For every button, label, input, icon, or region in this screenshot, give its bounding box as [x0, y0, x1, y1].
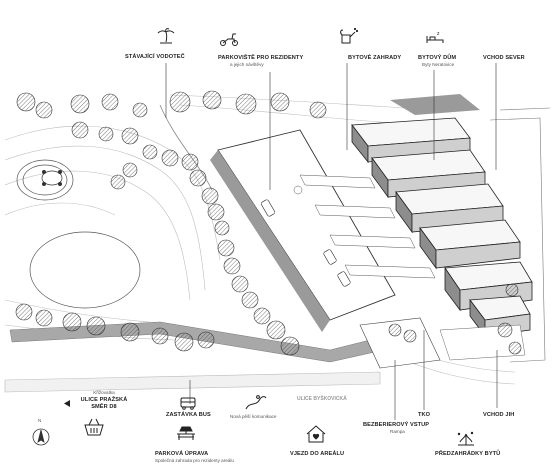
tree	[217, 239, 235, 257]
tree	[16, 92, 36, 112]
tree	[189, 169, 207, 187]
label-ulice-byskovicka: ULICE BYŠKOVICKÁ	[297, 396, 347, 402]
tree	[169, 91, 191, 113]
apartment-gardens	[299, 174, 436, 279]
tree	[214, 220, 230, 236]
north-label: N	[38, 418, 42, 423]
tree	[270, 92, 290, 112]
tree	[497, 322, 513, 338]
parked-car	[337, 271, 351, 287]
label-bytovy-dum: BYTOVÝ DŮM	[418, 55, 457, 61]
tree	[142, 144, 158, 160]
site-road-east-2	[499, 107, 551, 111]
garden-circles	[16, 159, 141, 309]
tree	[174, 332, 194, 352]
arrow-left-icon	[64, 400, 70, 407]
apartment-building	[351, 117, 533, 338]
label-stavajici-vodotec: STÁVAJÍCÍ VODOTEČ	[125, 54, 185, 60]
tree	[71, 121, 89, 139]
tree	[132, 102, 148, 118]
footpath-icon	[245, 395, 267, 410]
label-parkoviste: PARKOVIŠTĚ PRO REZIDENTY	[218, 55, 304, 61]
tree	[120, 322, 140, 342]
tree	[62, 312, 82, 332]
label-krizovatka-2: ULICE PRAŽSKÁ	[80, 397, 128, 403]
scooter-icon	[220, 33, 238, 46]
label-predzahradky: PŘEDZAHRÁDKY BYTŮ	[435, 451, 501, 457]
tree	[35, 309, 53, 327]
tree	[151, 327, 169, 345]
label-parkoviste-sub: a jejich návštěvy	[230, 62, 264, 67]
garden-plant-icon	[457, 431, 474, 446]
site-road-east	[489, 117, 546, 363]
tree	[181, 153, 199, 171]
label-bytovy-dum-sub: Byty Neratovice	[422, 62, 455, 67]
label-krizovatka-1: Křižovatka	[93, 390, 115, 395]
parked-car	[323, 249, 337, 265]
tree	[86, 316, 106, 336]
tree	[122, 162, 138, 178]
north-entrance-shadow	[390, 94, 480, 115]
north-arrow-icon	[32, 428, 50, 446]
road-byskovicka	[4, 371, 381, 393]
label-krizovatka-3: SMĚR D8	[91, 404, 117, 410]
shopping-basket-icon	[84, 418, 104, 436]
label-parkova-uprava: PARKOVÁ ÚPRAVA	[155, 451, 209, 457]
tree-group	[15, 90, 522, 356]
tree	[202, 90, 222, 110]
tree	[403, 329, 417, 343]
tree	[253, 307, 271, 325]
tree	[201, 187, 219, 205]
stream-line	[159, 104, 213, 191]
bus-icon	[180, 397, 196, 410]
tree	[280, 336, 300, 356]
house-heart-icon	[306, 425, 326, 443]
label-vjezd: VJEZD DO AREÁLU	[290, 451, 345, 457]
leader-lines	[165, 63, 498, 420]
tree	[98, 126, 114, 142]
tree	[207, 203, 225, 221]
tree	[197, 331, 215, 349]
label-bezbarierovy-vstup: BEZBERIEROVÝ VSTUP	[363, 422, 430, 428]
parking-symbol	[293, 185, 303, 195]
bed-icon: z	[426, 31, 444, 43]
svg-text:z: z	[437, 31, 440, 37]
palm-tree-icon	[157, 28, 175, 44]
tree	[70, 94, 90, 114]
watering-can-icon	[340, 27, 359, 44]
tree	[266, 320, 286, 340]
tree	[508, 341, 522, 355]
tree	[101, 93, 119, 111]
label-zastavka-bus: ZASTÁVKA BUS	[166, 412, 211, 418]
label-tko: TKO	[418, 412, 431, 418]
tree	[309, 101, 327, 119]
tree	[241, 291, 259, 309]
parking-shade	[210, 150, 330, 332]
park-bench-icon	[177, 426, 195, 440]
parked-car	[260, 199, 276, 217]
label-pesi-komunikace: Nová pěší komunikace	[230, 414, 277, 419]
tree	[223, 257, 241, 275]
tree	[388, 323, 402, 337]
tree	[505, 283, 519, 297]
pergola	[41, 170, 63, 186]
label-vchod-sever: VCHOD SEVER	[483, 55, 525, 61]
tree	[121, 127, 139, 145]
tree	[35, 101, 53, 119]
tree	[161, 149, 179, 167]
label-bezbarierovy-sub: Rampa	[390, 429, 405, 434]
label-bytove-zahrady: BYTOVÉ ZAHRADY	[348, 55, 402, 61]
label-vchod-jih: VCHOD JIH	[483, 412, 515, 418]
tree	[235, 93, 257, 115]
tree	[110, 174, 126, 190]
label-parkova-uprava-sub: Společná zahrada pro rezidenty areálu	[155, 458, 234, 463]
ramp-area	[359, 317, 441, 369]
tree	[231, 275, 249, 293]
tree	[15, 303, 33, 321]
